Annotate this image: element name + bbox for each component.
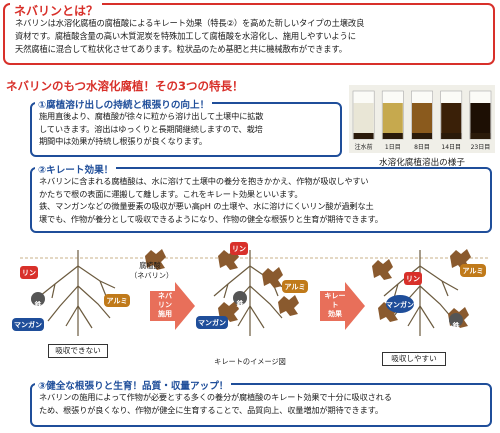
rin-label-left: リン: [22, 269, 36, 277]
humic-molecule: [145, 249, 166, 270]
tetsu-blob-right: [449, 313, 463, 327]
jar: 23日目: [469, 90, 492, 151]
tetsu-label-right: 鉄: [452, 322, 460, 330]
jar-label: 1日目: [385, 144, 401, 151]
arrow-apply-line: 施用: [158, 310, 172, 318]
humic-dissolution-photo: 注水前 1日目 8日目 14日目 23日目: [349, 85, 495, 153]
humic-right-1: [372, 259, 393, 280]
arrow-chelate-line: 効果: [328, 310, 342, 318]
arrow-apply-label: ネバ リン 施用: [152, 292, 178, 319]
intro-line: 天然腐植に混合して粒状化させてあります。粒状品のため基肥と共に機械散布ができます…: [15, 44, 347, 54]
feature-2-box: ②キレート効果！ ネバリンに含まれる腐植酸は、水に溶けて土壌中の養分を抱きかかえ…: [30, 162, 492, 233]
jar-liquid: [412, 103, 432, 139]
jar-liquid: [382, 103, 403, 139]
jar-liquid: [353, 103, 374, 139]
root-right: [383, 250, 459, 336]
jar-label: 8日目: [414, 144, 430, 151]
humic-center-4: [278, 295, 299, 316]
feature-line: かたちで根の表面に運搬して離します。これをキレート効果といいます。: [39, 188, 303, 199]
intro-line: 資材です。腐植酸含量の高い木質泥炭を特殊加工して腐植酸を水溶化し、施用しやすいよ…: [15, 31, 356, 41]
diagram-svg: [12, 242, 490, 336]
jar-sediment: [441, 133, 462, 139]
arrow-chelate: [320, 282, 365, 330]
jar-label: 注水前: [355, 143, 373, 151]
feature-line: 壌でも、作物が養分として吸収できるようになり、作物の健全な根張りと生育が期待でき…: [39, 213, 383, 224]
arrow-chelate-label: キレー ト 効果: [322, 292, 348, 319]
arrow-apply-line: リン: [158, 301, 172, 309]
jar: 注水前: [352, 90, 375, 151]
arrow-apply: [150, 282, 195, 330]
aruminium-blob-center: [282, 280, 308, 293]
feature-line: ネバリンの施用によって作物が必要とする多くの養分が腐植酸のキレート効果で十分に吸…: [39, 392, 392, 402]
mangan-label-left: マンガン: [14, 321, 42, 329]
feature-1-title: ①腐植溶け出しの持続と根張りの向上！: [35, 97, 213, 111]
jar-sediment: [353, 133, 374, 139]
humic-name: 腐植酸: [139, 261, 161, 270]
feature-3-title: ③健全な根張りと生育！品質・収量アップ！: [35, 378, 232, 392]
intro-text: ネバリンは水溶化腐植の腐植酸によるキレート効果（特長②）を高めた新しいタイプの土…: [15, 17, 485, 56]
humic-label: 腐植酸 （ネバリン）: [130, 261, 174, 281]
intro-title: ネバリンとは？: [10, 2, 103, 19]
rin-label-center: リン: [232, 245, 246, 253]
aruminium-label-left: アルミ: [106, 297, 128, 305]
arrow-apply-line: ネバ: [158, 292, 172, 300]
features-headline: ネバリンのもつ水溶化腐植！その3つの特長！: [6, 79, 244, 93]
jar-label: 14日目: [441, 144, 461, 151]
tetsu-label-left: 鉄: [34, 301, 42, 309]
cannot-absorb-caption: 吸収できない: [48, 344, 108, 358]
chelate-diagram: リン 鉄 アルミ マンガン 腐植酸 （ネバリン） リン 鉄 アルミ マンガン リ…: [0, 236, 500, 380]
intro-box: ネバリンとは？ ネバリンは水溶化腐植の腐植酸によるキレート効果（特長②）を高めた…: [3, 2, 495, 65]
chelate-image-caption: キレートのイメージ図: [214, 357, 286, 366]
jar-liquid: [470, 103, 491, 139]
root-left: [39, 250, 116, 336]
jar-label: 23日目: [471, 144, 491, 151]
aruminium-label-center: アルミ: [284, 283, 306, 291]
jar: 14日目: [440, 90, 463, 151]
mangan-blob-center: [196, 316, 228, 329]
feature-2-text: ネバリンに含まれる腐植酸は、水に溶けて土壌中の養分を抱きかかえ、作物が吸収しやす…: [39, 175, 484, 225]
aruminium-label-right: アルミ: [462, 267, 484, 275]
feature-line: ため、根張りが良くなり、作物が健全に生育することで、品質向上、収量増加が期待でき…: [39, 404, 383, 415]
tetsu-blob-left: [31, 292, 45, 306]
tetsu-label-center: 鉄: [236, 300, 244, 308]
jar-sediment: [412, 133, 432, 139]
mangan-blob-left: [12, 318, 44, 331]
jar-liquid: [441, 103, 462, 139]
mangan-label-center: マンガン: [198, 319, 226, 327]
feature-2-title: ②キレート効果！: [35, 162, 117, 176]
feature-line: 施用直後より、腐植酸が徐々に粒から溶け出して土壌中に拡散: [39, 111, 264, 121]
rin-blob-center: [230, 242, 248, 255]
mangan-label-right: マンガン: [386, 301, 414, 309]
rin-label-right: リン: [406, 275, 420, 283]
arrow-chelate-line: ト: [331, 301, 339, 309]
humic-center-2: [262, 267, 283, 288]
tetsu-blob-center: [233, 291, 247, 305]
feature-1-box: ①腐植溶け出しの持続と根張りの向上！ 施用直後より、腐植酸が徐々に粒から溶け出し…: [30, 97, 342, 157]
jar: 8日目: [411, 90, 433, 151]
arrow-chelate-line: キレー: [324, 292, 346, 300]
jar-row: 注水前 1日目 8日目 14日目 23日目: [349, 85, 495, 153]
aruminium-blob-right: [460, 264, 486, 277]
feature-1-text: 施用直後より、腐植酸が徐々に粒から溶け出して土壌中に拡散 していきます。溶出はゆ…: [39, 110, 334, 148]
mangan-blob-right: [386, 295, 414, 313]
feature-line: していきます。溶出はゆっくりと長期間継続しますので、栽培: [39, 123, 263, 134]
rin-blob-right: [404, 272, 422, 285]
photo-caption: 水溶化腐植溶出の様子: [379, 158, 465, 168]
jar-sediment: [470, 133, 491, 139]
rin-blob-left: [20, 266, 38, 279]
feature-line: 鉄、マンガンなどの微量要素の吸収が悪い高pH の土壌や、水に溶けにくいリン酸が過…: [39, 201, 374, 211]
humic-sub: （ネバリン）: [130, 271, 174, 280]
feature-3-text: ネバリンの施用によって作物が必要とする多くの養分が腐植酸のキレート効果で十分に吸…: [39, 391, 484, 416]
feature-line: 期間中は効果が持続し根張りが良くなります。: [39, 136, 207, 146]
aruminium-blob-left: [104, 294, 130, 307]
jar: 1日目: [381, 90, 404, 151]
easy-absorb-caption: 吸収しやすい: [382, 352, 446, 366]
jar-sediment: [382, 133, 403, 139]
intro-line: ネバリンは水溶化腐植の腐植酸によるキレート効果（特長②）を高めた新しいタイプの土…: [15, 18, 365, 28]
feature-line: ネバリンに含まれる腐植酸は、水に溶けて土壌中の養分を抱きかかえ、作物が吸収しやす…: [39, 176, 369, 186]
feature-3-box: ③健全な根張りと生育！品質・収量アップ！ ネバリンの施用によって作物が必要とする…: [30, 378, 492, 427]
